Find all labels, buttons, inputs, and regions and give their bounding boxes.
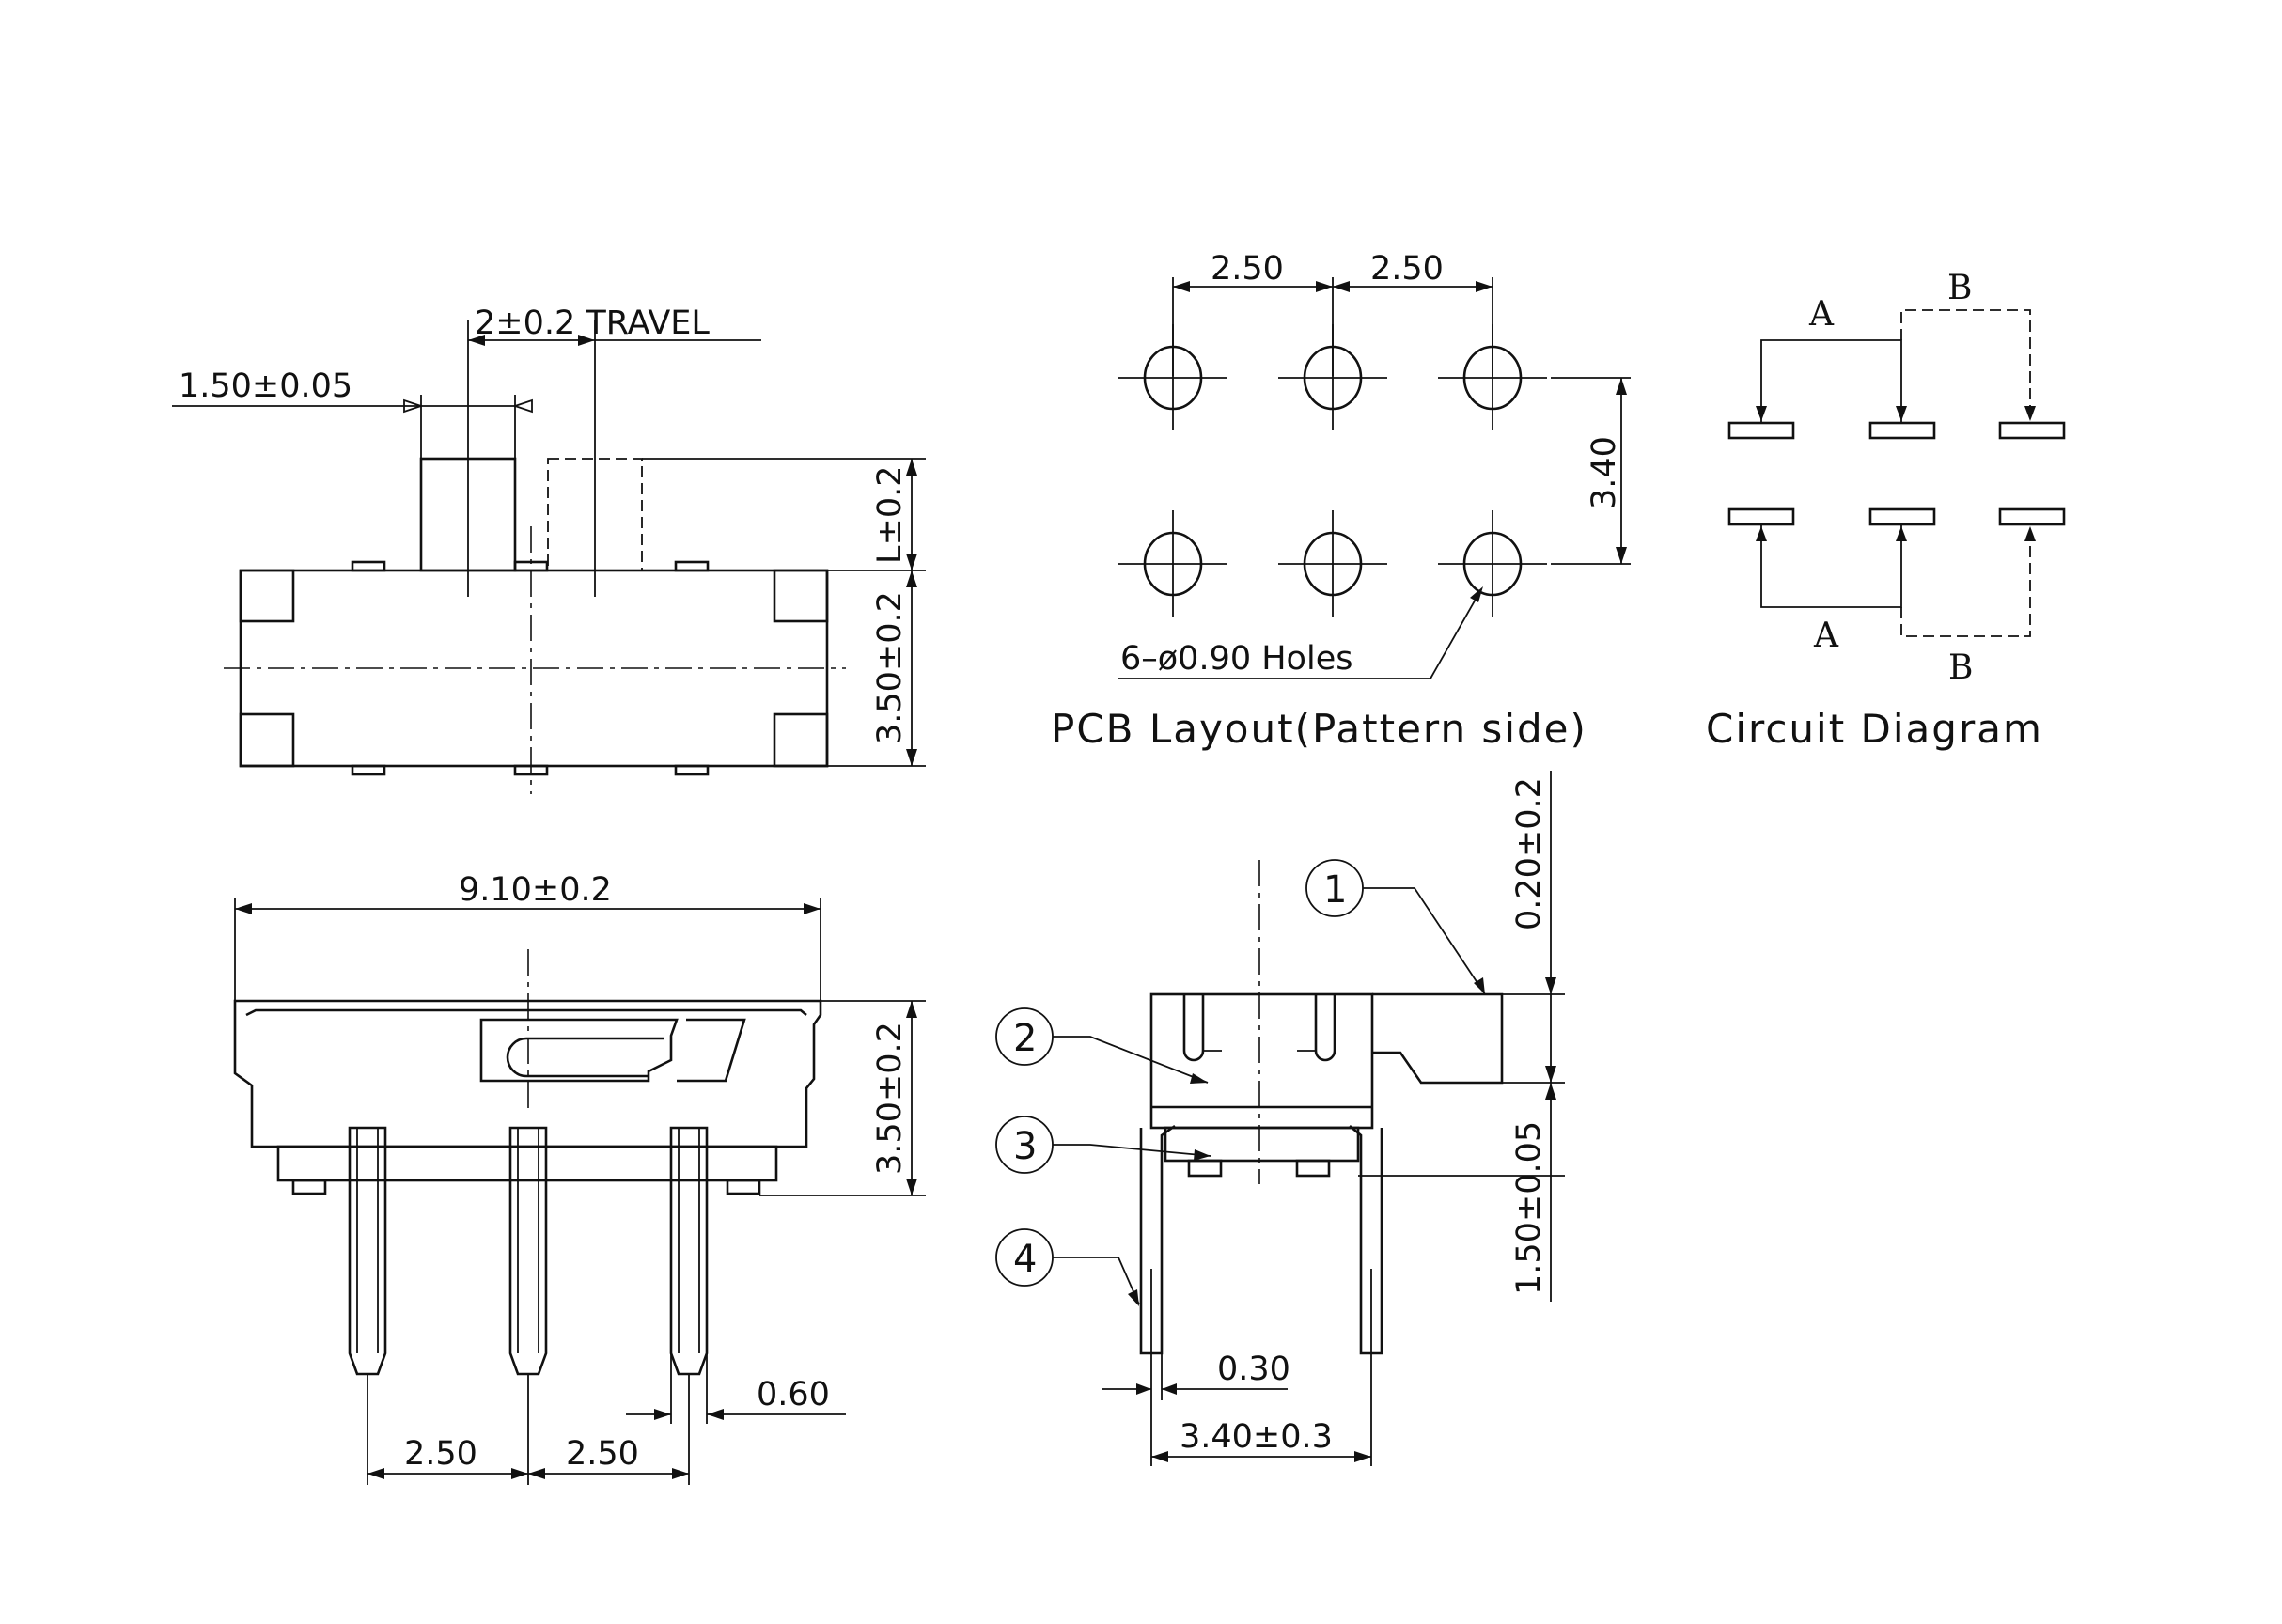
terminal-pad: [1727, 421, 1795, 440]
pcb-hole: [1438, 324, 1547, 430]
housing-outline: [233, 999, 822, 1148]
circuit-path-a-top: [1760, 339, 1902, 423]
pin-right: [669, 1126, 709, 1376]
label-a-top: A: [1808, 295, 1835, 334]
pcb-row-spacing-dim: 3.40: [1586, 436, 1623, 509]
lever-slot: [479, 1018, 679, 1083]
pcb-layout: 2.50 2.50 3.4: [1051, 250, 1631, 752]
pitch-left-dim: 2.50: [404, 1435, 477, 1473]
pcb-hole: [1118, 324, 1227, 430]
svg-text:3: 3: [1013, 1125, 1037, 1168]
total-height-dim: 3.50±0.2: [871, 1022, 909, 1175]
pin-left: [348, 1126, 387, 1376]
travel-dim: 2±0.2 TRAVEL: [475, 304, 710, 342]
pin-thickness-dim: 0.30: [1217, 1351, 1290, 1388]
front-view: 9.10±0.2 3.50±0.2: [233, 871, 926, 1485]
terminal-pad: [1998, 421, 2066, 440]
actuator-width-dim: 1.50±0.05: [179, 367, 352, 405]
terminal-tab: [351, 560, 386, 572]
top-offset-dim: 0.20±0.2: [1510, 777, 1548, 930]
circuit-path-b-top: [1900, 309, 2031, 423]
pcb-hole: [1118, 510, 1227, 617]
svg-text:4: 4: [1013, 1238, 1037, 1281]
actuator-height-dim: L±0.2: [871, 466, 909, 565]
top-view: 1.50±0.05 2±0.2 TRAVEL L±0.2 3.50±0.2: [172, 304, 926, 794]
callout-2: 2: [995, 1007, 1209, 1084]
standoff-dim: 1.50±0.05: [1510, 1121, 1548, 1295]
pitch-right-dim: 2.50: [566, 1435, 639, 1473]
body-length-dim: 9.10±0.2: [459, 871, 612, 909]
corner-pad: [239, 569, 295, 623]
corner-pad: [239, 712, 295, 768]
pcb-hole: [1278, 324, 1387, 430]
pcb-pitch-left-dim: 2.50: [1211, 250, 1284, 288]
circuit-diagram: A B A B Circuit Diagram: [1706, 269, 2066, 752]
holes-note: 6–ø0.90 Holes: [1120, 640, 1352, 678]
actuator-travel-position: [547, 458, 643, 571]
base-plate: [276, 1145, 778, 1182]
circuit-diagram-caption: Circuit Diagram: [1706, 706, 2043, 752]
label-b-top: B: [1947, 269, 1972, 307]
body-height-dim: 3.50±0.2: [871, 591, 909, 744]
callout-1: 1: [1305, 859, 1486, 995]
terminal-tab: [674, 560, 710, 572]
terminal-pad: [1868, 508, 1936, 526]
circuit-path-a-bottom: [1760, 524, 1902, 608]
pcb-pitch-right-dim: 2.50: [1370, 250, 1444, 288]
side-actuator: [1372, 992, 1504, 1085]
svg-text:1: 1: [1323, 868, 1347, 912]
label-b-bottom: B: [1948, 648, 1973, 687]
callout-3: 3: [995, 1116, 1211, 1174]
circuit-path-b-bottom: [1900, 524, 2031, 637]
pin-width-dim: 0.60: [757, 1376, 830, 1413]
callout-4: 4: [995, 1228, 1140, 1306]
side-view: 0.20±0.2 1.50±0.05 0.30 3.40±0.3 1 2: [995, 771, 1565, 1466]
label-a-bottom: A: [1813, 617, 1839, 655]
terminal-pad: [1998, 508, 2066, 526]
terminal-tab: [674, 764, 710, 776]
terminal-tab: [351, 764, 386, 776]
pcb-layout-caption: PCB Layout(Pattern side): [1051, 706, 1587, 752]
pin-center: [508, 1126, 548, 1376]
pcb-hole: [1438, 510, 1547, 617]
svg-text:2: 2: [1013, 1017, 1037, 1060]
terminal-pad: [1868, 421, 1936, 440]
corner-pad: [773, 712, 829, 768]
side-pin-right: [1349, 1125, 1383, 1355]
side-base: [1164, 1126, 1360, 1163]
pcb-hole: [1278, 510, 1387, 617]
terminal-pad: [1727, 508, 1795, 526]
corner-pad: [773, 569, 829, 623]
pin-span-dim: 3.40±0.3: [1180, 1418, 1333, 1456]
